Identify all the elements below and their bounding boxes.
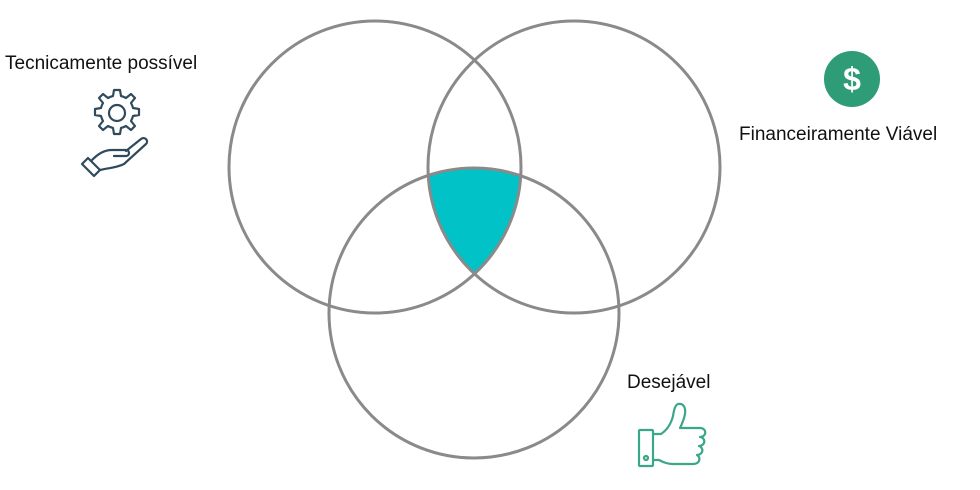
svg-text:$: $ [843, 61, 861, 97]
label-financial: Financeiramente Viável [739, 124, 938, 145]
thumbs-up-icon [637, 402, 707, 468]
circle-desirable [327, 166, 621, 460]
circle-financial [426, 19, 722, 315]
label-technical: Tecnicamente possível [5, 53, 198, 74]
circle-technical [227, 19, 523, 315]
label-desirable: Desejável [627, 372, 711, 393]
dollar-icon: $ [824, 51, 880, 107]
gear-hand-icon [80, 88, 149, 178]
